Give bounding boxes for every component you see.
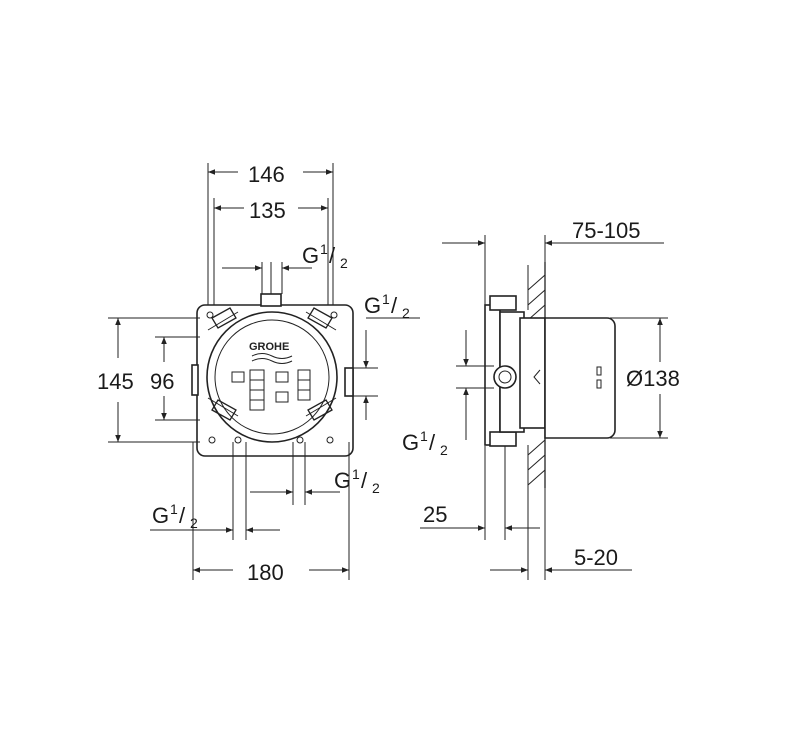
right-inlet-stub (344, 367, 354, 397)
connection-bottom-right-label: G 1 / 2 (334, 466, 380, 496)
side-cylinder (544, 317, 616, 439)
svg-text:/: / (429, 430, 436, 455)
dim-diameter: Ø138 (626, 366, 680, 391)
svg-text:1: 1 (420, 428, 428, 444)
corner-bracket-tr (305, 307, 338, 331)
svg-text:1: 1 (352, 466, 360, 482)
side-view: 75-105 Ø138 G 1 / 2 25 5-20 (402, 218, 680, 580)
label-panel (231, 369, 311, 411)
dim-depth-range: 75-105 (572, 218, 641, 243)
grohe-logo: GROHE (249, 341, 289, 353)
left-side-tab (191, 364, 199, 396)
svg-text:G: G (302, 243, 319, 268)
svg-text:G: G (402, 430, 419, 455)
svg-text:/: / (329, 243, 336, 268)
svg-text:2: 2 (372, 480, 380, 496)
svg-text:1: 1 (382, 291, 390, 307)
front-view: GROHE (97, 162, 420, 585)
dim-height-inner: 96 (150, 369, 174, 394)
svg-text:/: / (179, 503, 186, 528)
svg-text:2: 2 (402, 305, 410, 321)
svg-text:G: G (334, 468, 351, 493)
svg-text:/: / (361, 468, 368, 493)
connection-side-label: G 1 / 2 (402, 428, 448, 458)
top-inlet-stub (260, 293, 282, 307)
corner-bracket-tl (206, 307, 239, 331)
side-connector (493, 365, 517, 389)
corner-bracket-br (305, 397, 337, 444)
svg-text:G: G (152, 503, 169, 528)
svg-text:2: 2 (440, 442, 448, 458)
svg-text:/: / (391, 293, 398, 318)
svg-text:1: 1 (320, 241, 328, 257)
dim-width-outer: 146 (248, 162, 285, 187)
svg-text:2: 2 (190, 515, 198, 531)
valve-body-circle (206, 311, 338, 443)
connection-top-label: G 1 / 2 (302, 241, 348, 271)
dim-wall-range: 5-20 (574, 545, 618, 570)
dim-width-inner: 135 (249, 198, 286, 223)
svg-text:1: 1 (170, 501, 178, 517)
dim-height-outer: 145 (97, 369, 134, 394)
svg-text:2: 2 (340, 255, 348, 271)
corner-bracket-bl (207, 397, 239, 444)
dim-bottom-width: 180 (247, 560, 284, 585)
svg-text:G: G (364, 293, 381, 318)
connection-bottom-left-label: G 1 / 2 (152, 501, 198, 531)
connection-right-label: G 1 / 2 (364, 291, 410, 321)
dim-offset: 25 (423, 502, 447, 527)
